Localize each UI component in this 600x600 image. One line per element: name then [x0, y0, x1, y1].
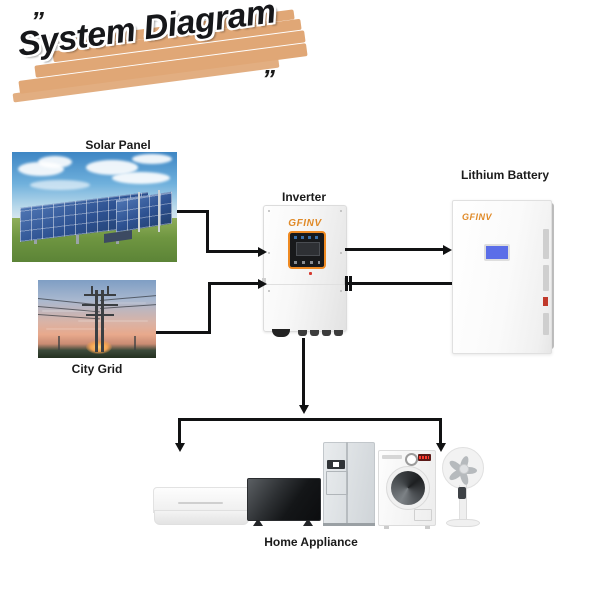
city-grid-label: City Grid	[71, 362, 123, 376]
city-grid-photo	[38, 280, 156, 358]
inverter-lcd-screen	[296, 242, 320, 256]
transmission-tower	[95, 290, 98, 352]
wire-solar-h2	[206, 250, 261, 253]
title-block: ” System Diagram ”	[0, 0, 340, 110]
arrow-bus-left	[174, 443, 185, 452]
panel-frame	[138, 192, 140, 232]
wire-solar-h1	[177, 210, 209, 213]
cloud-icon	[30, 180, 90, 190]
inverter-brand-logo: GFINV	[288, 218, 322, 229]
wire-inverter-down	[302, 338, 305, 408]
arrow-solar-to-inverter	[258, 246, 267, 257]
inverter-label: Inverter	[281, 190, 327, 204]
battery-vent	[543, 229, 549, 259]
wire-inverter-terminal-cap	[349, 276, 352, 291]
inverter-connector	[298, 330, 307, 336]
appliance-television	[247, 478, 321, 526]
wire-bus-right	[439, 418, 442, 446]
inverter-display[interactable]	[288, 231, 326, 269]
battery-brand-logo: GFINV	[462, 212, 493, 222]
wire-battery-to-inverter	[345, 282, 452, 285]
battery-display	[484, 244, 510, 261]
wire-battery-terminal-cap	[345, 276, 348, 291]
solar-panel-photo	[12, 152, 177, 262]
battery-unit[interactable]: GFINV	[452, 200, 552, 354]
appliance-washing-machine	[378, 450, 436, 529]
wire-bus-left	[178, 418, 181, 446]
battery-terminal	[543, 297, 548, 306]
panel-frame	[158, 190, 160, 232]
panel-support	[76, 228, 79, 244]
inverter-indicator	[309, 272, 312, 275]
solar-panel-label: Solar Panel	[85, 138, 151, 152]
wire-grid-v	[208, 282, 211, 334]
inverter-unit[interactable]: GFINV	[262, 205, 348, 337]
inverter-connector	[334, 330, 343, 336]
inverter-keypad[interactable]	[294, 261, 320, 264]
arrow-inverter-down	[298, 405, 309, 414]
appliance-air-conditioner	[153, 487, 250, 525]
wire-grid-h2	[208, 282, 261, 285]
wire-grid-h1	[156, 331, 211, 334]
appliance-bus	[178, 418, 442, 421]
cloud-icon	[112, 172, 170, 184]
battery-vent	[543, 313, 549, 335]
arrow-bus-right	[435, 443, 446, 452]
appliance-pedestal-fan	[440, 447, 484, 527]
lithium-battery-label: Lithium Battery	[460, 168, 549, 182]
cloud-icon	[132, 154, 172, 164]
inverter-connector	[310, 330, 319, 336]
home-appliance-label: Home Appliance	[264, 535, 358, 549]
cloud-icon	[38, 156, 72, 168]
wire-solar-v	[206, 210, 209, 253]
transmission-tower	[101, 290, 104, 352]
quote-mark-close: ”	[262, 64, 275, 94]
cloud-icon	[86, 160, 138, 175]
inverter-connector	[322, 330, 331, 336]
battery-vent	[543, 265, 549, 291]
wire-inverter-to-battery	[345, 248, 445, 251]
quote-mark-open: ”	[31, 6, 44, 36]
arrow-inverter-to-battery	[443, 244, 452, 255]
inverter-cable-gland	[272, 329, 290, 337]
arrow-grid-to-inverter	[258, 278, 267, 289]
sun-glow	[86, 340, 112, 354]
appliance-refrigerator	[323, 442, 375, 526]
